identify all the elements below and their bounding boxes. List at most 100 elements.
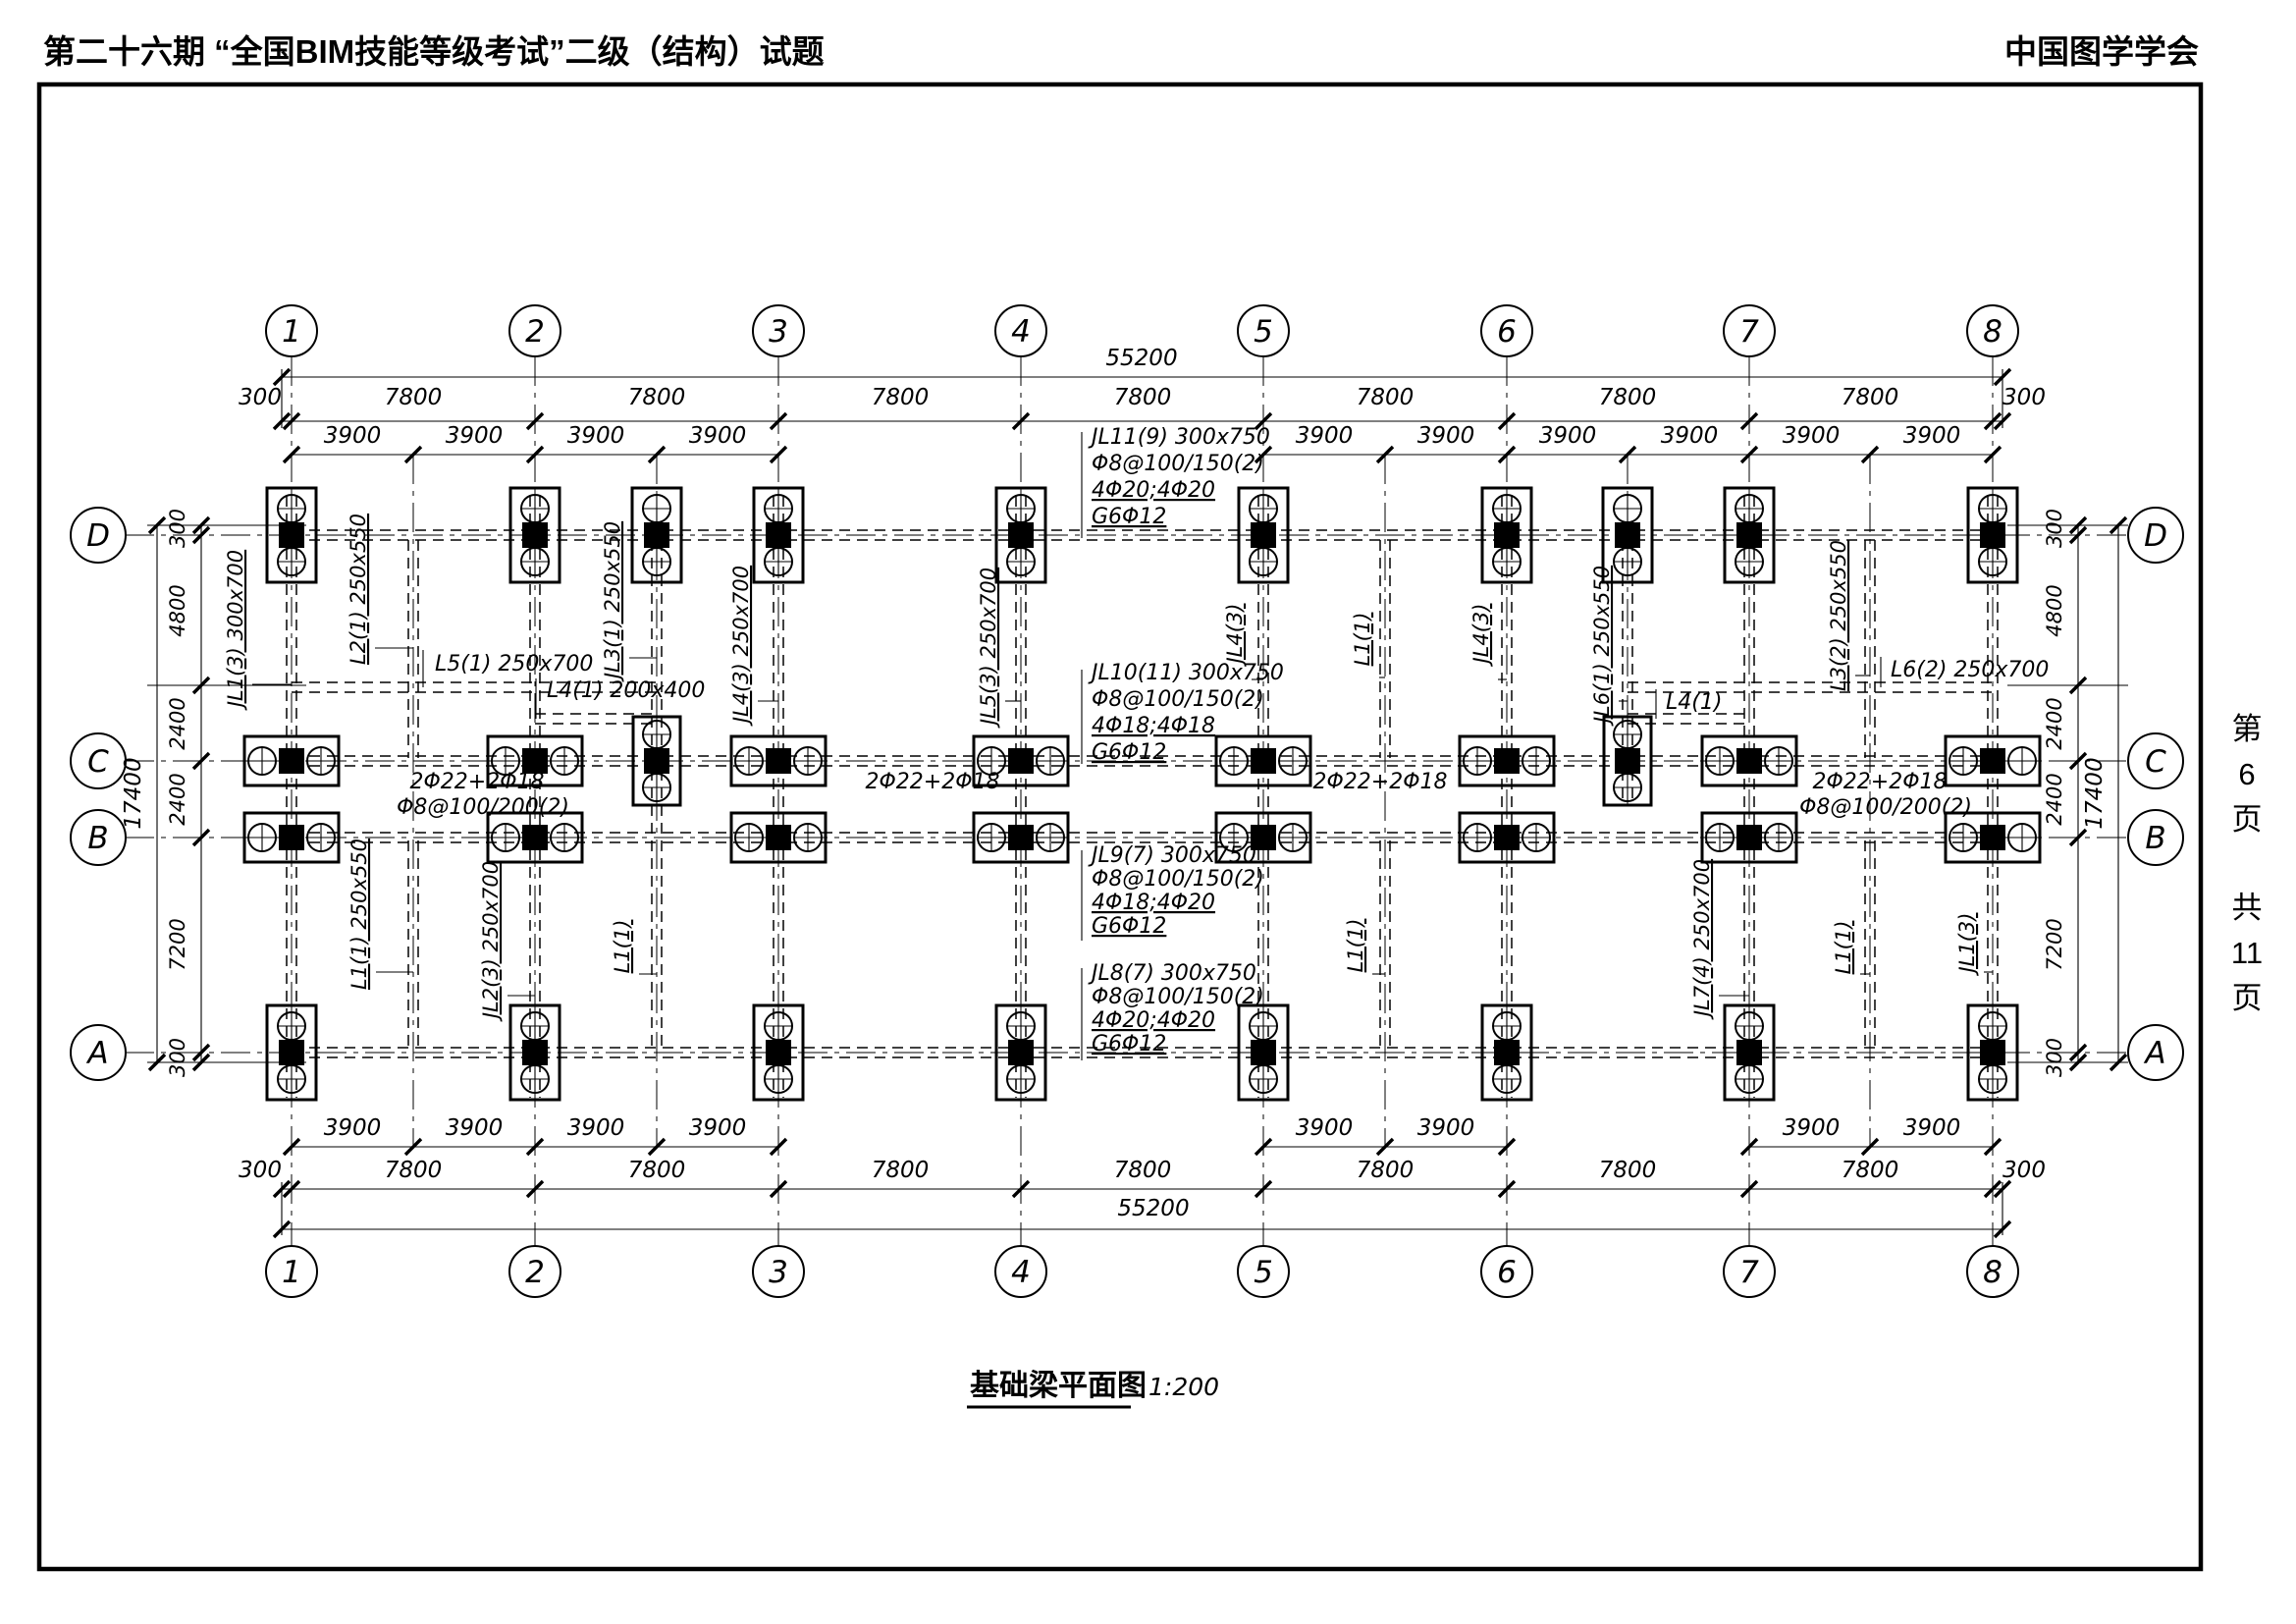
- grid-axis-label: 1: [282, 314, 301, 350]
- grid-axis-label: 6: [1497, 1255, 1517, 1290]
- column: [279, 522, 304, 548]
- drawing-element: [1375, 445, 1395, 464]
- grid-bubble: [1237, 1245, 1290, 1298]
- grid-axis-label: 2: [525, 314, 545, 350]
- beam-label: JL3(1) 250x550: [601, 521, 624, 682]
- column: [1736, 522, 1762, 548]
- drawing-element: [525, 411, 545, 431]
- dim-label: 7200: [166, 918, 189, 970]
- drawing-element: [1983, 411, 2002, 431]
- dim-label: 7800: [872, 1158, 930, 1183]
- beam-label: JL1(3): [1955, 912, 1979, 976]
- figure-scale: 1:200: [1148, 1373, 1219, 1401]
- beam-spec-line: JL11(9) 300x750: [1088, 425, 1270, 450]
- grid-axis-label: A: [2143, 1036, 2165, 1071]
- beam-label: L1(1): [611, 920, 634, 974]
- grid-axis-label: 5: [1254, 314, 1273, 350]
- beam-label: JL4(3): [1223, 603, 1247, 667]
- drawing-element: [191, 525, 211, 545]
- dim-label: 3900: [324, 423, 382, 449]
- footing: [729, 734, 828, 787]
- grid-bubble: [1966, 304, 2019, 357]
- sheet-title-left: 第二十六期 “全国BIM技能等级考试”二级（结构）试题: [43, 33, 825, 70]
- grid-axis-label: 7: [1739, 1255, 1759, 1290]
- footing: [1966, 1003, 2019, 1102]
- beam-label: JL5(3) 250x700: [977, 568, 1000, 729]
- beam-label: JL4(3): [1469, 603, 1493, 667]
- dim-label: 3900: [1417, 423, 1475, 449]
- grid-bubble: [70, 732, 127, 789]
- column: [279, 748, 304, 774]
- footing: [994, 1003, 1047, 1102]
- grid-bubble: [1723, 304, 1776, 357]
- dim-label: 7800: [1114, 385, 1172, 410]
- beam-label: JL6(1) 250x550: [1590, 566, 1614, 727]
- dim-label: 3900: [446, 1115, 504, 1141]
- beam-label: L1(1): [1351, 613, 1374, 667]
- beam-label: JL7(4) 250x700: [1690, 859, 1714, 1020]
- column: [1251, 748, 1276, 774]
- rebar-note: 2Φ22+2Φ18: [1312, 770, 1447, 794]
- sheet-title-right: 中国图学学会: [2004, 33, 2199, 70]
- grid-axis-label: 4: [1011, 314, 1031, 350]
- dim-label: 4800: [166, 584, 189, 636]
- drawing-element: [769, 445, 788, 464]
- beam-label: L1(1): [1344, 919, 1367, 973]
- grid-bubble: [752, 1245, 805, 1298]
- dim-label: 7800: [1842, 1158, 1899, 1183]
- drawing-element: [1860, 1137, 1880, 1157]
- drawing-element: [769, 1179, 788, 1199]
- grid-axis-label: 3: [769, 1255, 788, 1290]
- grid-axis-label: A: [85, 1036, 108, 1071]
- beam-spec-line: 4Φ18;4Φ18: [1092, 714, 1215, 738]
- footing: [752, 1003, 805, 1102]
- grid-axis-label: 3: [769, 314, 788, 350]
- dim-label: 7800: [1114, 1158, 1172, 1183]
- beam-spec-line: 4Φ20;4Φ20: [1092, 1008, 1215, 1033]
- column: [1615, 748, 1640, 774]
- drawing-element: [191, 751, 211, 771]
- footing: [1214, 811, 1312, 864]
- dim-label: 3900: [1903, 1115, 1961, 1141]
- beam-label: L1(1): [1832, 921, 1855, 975]
- beam-spec-line: JL10(11) 300x750: [1088, 661, 1284, 685]
- dim-label: 2400: [2043, 773, 2066, 825]
- drawing-element: [1497, 411, 1517, 431]
- drawing-element: [1618, 445, 1637, 464]
- column: [1494, 522, 1520, 548]
- beam-spec-line: G6Φ12: [1092, 1032, 1166, 1056]
- drawing-element: [403, 1137, 423, 1157]
- dim-label: 300: [239, 1158, 282, 1183]
- dim-label: 3900: [446, 423, 504, 449]
- drawing-element: [1497, 445, 1517, 464]
- column: [1980, 748, 2005, 774]
- drawing-element: [1254, 445, 1273, 464]
- grid-bubble: [1237, 304, 1290, 357]
- footing: [265, 1003, 318, 1102]
- grid-bubble: [265, 304, 318, 357]
- footings: [242, 486, 2042, 1102]
- dim-label: 3900: [1417, 1115, 1475, 1141]
- dim-label: 300: [166, 509, 189, 548]
- footing: [242, 734, 341, 787]
- column: [1008, 748, 1034, 774]
- title-bar: 第二十六期 “全国BIM技能等级考试”二级（结构）试题 中国图学学会: [43, 26, 2199, 73]
- beam-spec-line: Φ8@100/150(2): [1092, 687, 1264, 712]
- grid-axis-label: C: [87, 744, 109, 780]
- column: [279, 825, 304, 850]
- drawing-element: [191, 1043, 211, 1062]
- beam-spec-line: Φ8@100/150(2): [1092, 452, 1264, 476]
- footing: [1700, 811, 1798, 864]
- drawing-element: [1739, 445, 1759, 464]
- dim-label: 3900: [1783, 423, 1841, 449]
- labels: JL11(9) 300x750Φ8@100/150(2)4Φ20;4Φ20G6Φ…: [224, 425, 2049, 1409]
- drawing-element: [1983, 1179, 2002, 1199]
- footing: [508, 1003, 561, 1102]
- beam-label: JL1(3) 300x700: [224, 550, 247, 711]
- dim-label: 2400: [166, 697, 189, 749]
- grid-axis-label: 4: [1011, 1255, 1031, 1290]
- dim-label: 3900: [1783, 1115, 1841, 1141]
- dim-label: 300: [2043, 1038, 2066, 1077]
- beam-label: JL2(3) 250x700: [479, 861, 503, 1022]
